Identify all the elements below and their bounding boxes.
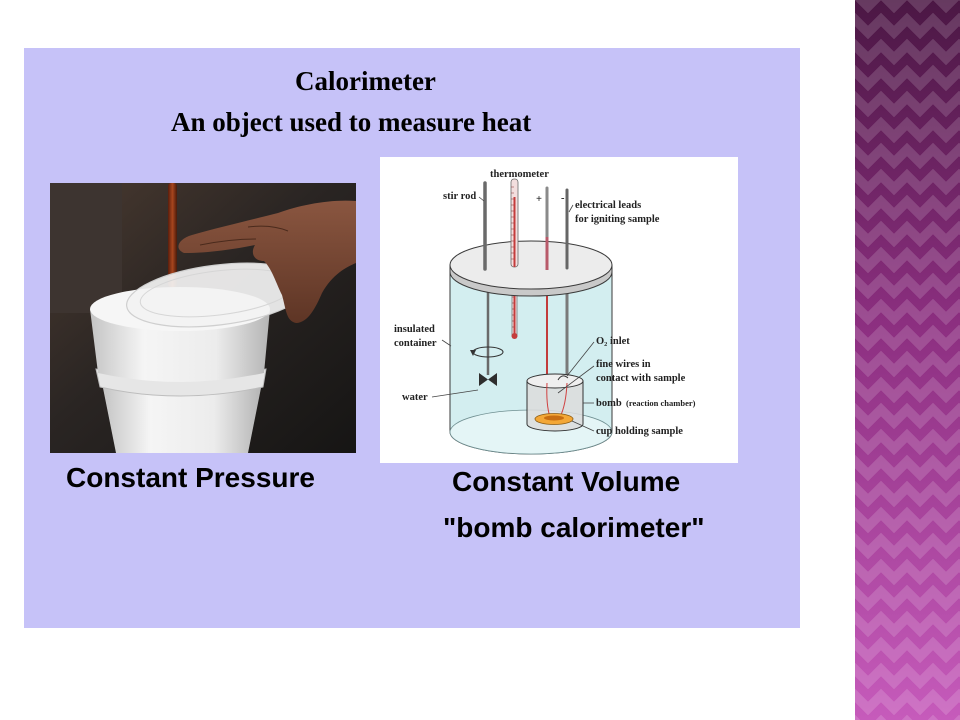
slide-title: Calorimeter — [295, 66, 436, 96]
thermometer-upper-column — [513, 197, 516, 267]
constant-pressure-caption: Constant Pressure — [66, 462, 315, 493]
label-electrical-leads-2: for igniting sample — [575, 214, 660, 225]
label-o2-inlet: O₂ inlet — [596, 336, 630, 347]
rotation-arrow-head — [470, 350, 476, 356]
leader-water — [431, 389, 479, 398]
slide-subtitle: An object used to measure heat — [171, 107, 532, 137]
label-plus: + — [536, 194, 542, 205]
leader-fine-wires — [557, 365, 595, 394]
leader-cup — [571, 420, 595, 432]
thermometer-lower-column — [513, 277, 516, 335]
label-electrical-leads-1: electrical leads — [575, 200, 641, 211]
label-fine-wires-1: fine wires in — [596, 359, 651, 370]
bomb-calorimeter-caption: "bomb calorimeter" — [443, 512, 705, 543]
leader-electrical-leads — [568, 204, 574, 213]
decorative-side-stripe — [855, 0, 960, 720]
styrofoam-cup-lower — [102, 383, 262, 453]
label-insulated-1: insulated — [394, 324, 435, 335]
bomb-calorimeter-diagram: thermometer stir rod + - electrical lead… — [380, 157, 738, 463]
constant-volume-caption: Constant Volume — [452, 466, 681, 497]
label-bomb: bomb — [596, 398, 622, 409]
label-cup: cup holding sample — [596, 426, 683, 437]
label-fine-wires-2: contact with sample — [596, 373, 686, 384]
background-cabinet — [50, 183, 122, 313]
leader-stir-rod — [478, 196, 485, 202]
label-minus: - — [561, 193, 565, 204]
label-thermometer: thermometer — [490, 169, 549, 180]
sample — [544, 415, 564, 421]
label-bomb-note: (reaction chamber) — [626, 398, 696, 408]
leader-o2-inlet — [566, 341, 595, 377]
leader-insulated-container — [441, 339, 452, 347]
o2-inlet-tube — [557, 375, 569, 381]
thermometer-upper-ticks — [511, 186, 514, 260]
lid — [449, 240, 613, 290]
thermometer-stick — [168, 183, 177, 287]
label-stir-rod: stir rod — [443, 191, 476, 202]
thermometer-bulb — [511, 333, 518, 339]
stirrer-propeller — [479, 373, 497, 386]
coffee-cup-calorimeter-photo — [50, 183, 356, 453]
hand — [178, 200, 356, 323]
label-insulated-2: container — [394, 338, 437, 349]
label-water: water — [402, 392, 428, 403]
